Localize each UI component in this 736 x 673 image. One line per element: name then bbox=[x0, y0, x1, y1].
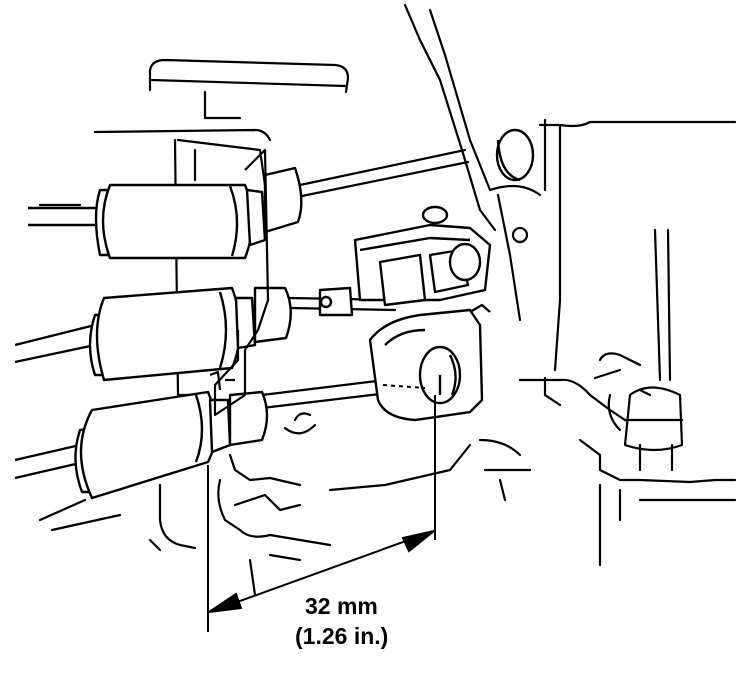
dimension-line bbox=[214, 532, 429, 611]
upper-cable-assembly bbox=[28, 166, 303, 260]
cable-bracket bbox=[209, 148, 270, 417]
arrowhead-right bbox=[401, 530, 435, 553]
dimension-annotation bbox=[207, 395, 436, 632]
arrowhead-left bbox=[208, 592, 243, 613]
middle-cable-assembly bbox=[14, 286, 354, 382]
dimension-imperial-label: (1.26 in.) bbox=[295, 623, 388, 649]
lever-linkage bbox=[353, 128, 535, 422]
dimension-metric-label: 32 mm bbox=[305, 593, 378, 619]
reference-line bbox=[382, 384, 426, 389]
lower-cable-assembly bbox=[14, 390, 269, 500]
